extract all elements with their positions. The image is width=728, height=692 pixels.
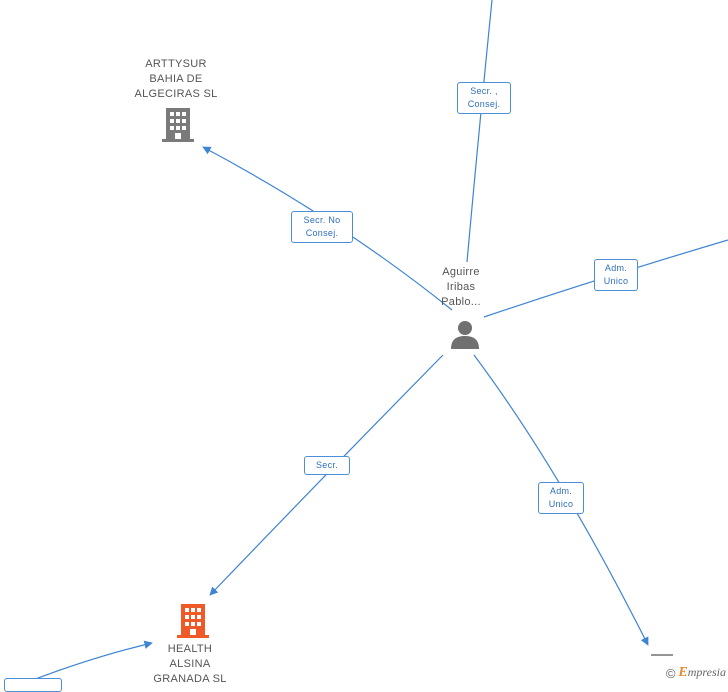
edge-label-health[interactable]: Secr. [304,456,350,475]
edge-label-arttysur[interactable]: Secr. No Consej. [291,211,353,243]
edge-line-top [466,0,493,263]
edge-label-top[interactable]: Secr. , Consej. [457,82,511,114]
edge-line-health [209,354,444,596]
node-label-arttysur[interactable]: ARTTYSUR BAHIA DE ALGECIRAS SL [134,58,218,100]
building-icon[interactable] [162,108,194,142]
node-label-person[interactable]: Aguirre Iribas Pablo... [441,266,481,308]
empresia-watermark: © Empresia [666,665,726,681]
building-icon[interactable] [177,604,209,638]
edge-label-right[interactable]: Adm. Unico [594,259,638,291]
node-label-health-alsina[interactable]: HEALTH ALSINA GRANADA SL [153,643,227,685]
edge-line-health-incoming [18,640,153,685]
copyright-symbol: © [665,665,676,681]
edge-label-partial [4,678,62,692]
edge-label-bottom-right[interactable]: Adm. Unico [538,482,584,514]
empresia-logo: Empresia [678,665,726,680]
person-icon[interactable] [450,320,480,350]
